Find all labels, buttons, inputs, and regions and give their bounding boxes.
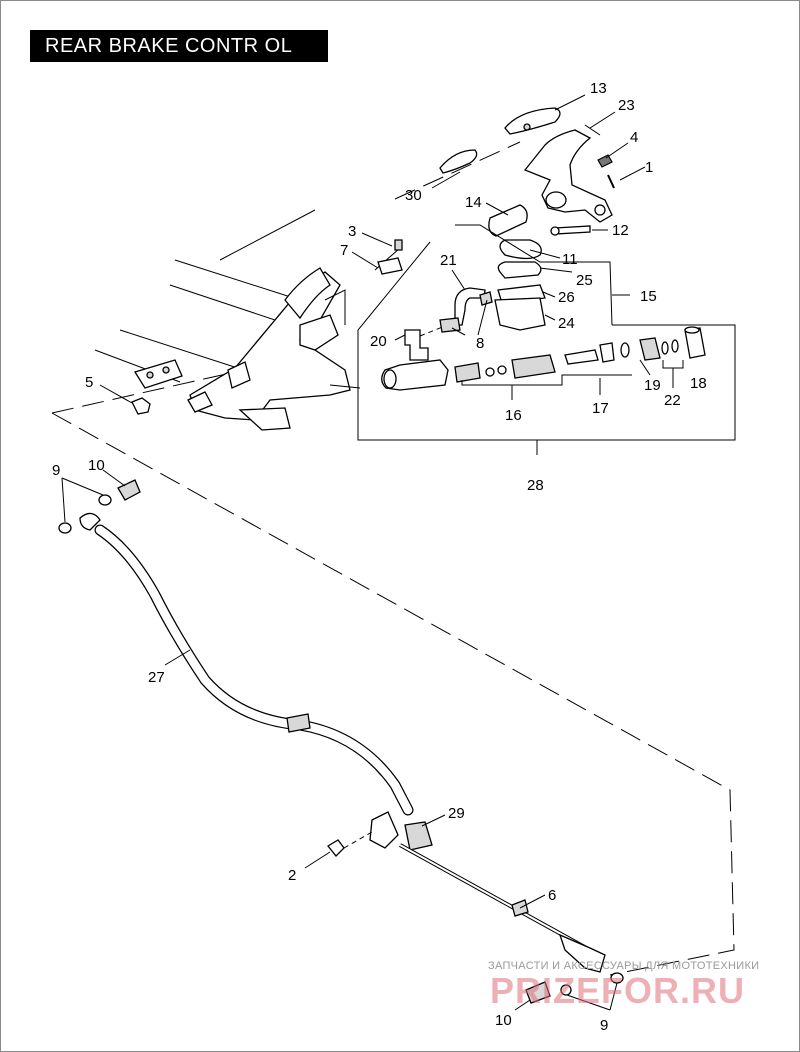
boot-19 — [639, 337, 661, 361]
lower-connection — [327, 811, 624, 1004]
callout-6: 6 — [548, 887, 556, 904]
callout-21: 21 — [440, 252, 457, 269]
spring-16 — [454, 362, 481, 383]
callout-28: 28 — [527, 477, 544, 494]
watermark-tagline: ЗАПЧАСТИ И АКСЕССУАРЫ ДЛЯ МОТОТЕХНИКИ — [488, 960, 759, 972]
callout-27: 27 — [148, 669, 165, 686]
callout-4: 4 — [630, 129, 638, 146]
callout-7: 7 — [340, 242, 348, 259]
callout-14: 14 — [465, 194, 482, 211]
clamp-8 — [439, 317, 461, 333]
diaphragm-25 — [497, 261, 542, 279]
bolt-10b — [525, 981, 551, 1004]
piston — [511, 354, 556, 379]
callout-20: 20 — [370, 333, 387, 350]
callout-17: 17 — [592, 400, 609, 417]
bolt-10a — [117, 479, 141, 501]
callout-10-lower: 10 — [495, 1012, 512, 1029]
callout-9: 9 — [52, 462, 60, 479]
bolt-2 — [327, 839, 345, 857]
washer-9b — [98, 494, 112, 506]
cover-11 — [499, 239, 542, 260]
pushrod-17 — [564, 349, 599, 365]
callout-2: 2 — [288, 867, 296, 884]
diagram-title: REAR BRAKE CONTR OL — [30, 30, 328, 62]
reservoir-24 — [494, 297, 546, 331]
callout-1: 1 — [645, 159, 653, 176]
callout-18: 18 — [690, 375, 707, 392]
screw-3 — [394, 239, 403, 251]
brake-pedal-assembly — [439, 107, 615, 237]
group-brackets — [357, 224, 736, 455]
watermark: ЗАПЧАСТИ И АКСЕССУАРЫ ДЛЯ МОТОТЕХНИКИ PR… — [488, 960, 759, 1011]
master-cylinder-row — [381, 326, 706, 391]
callout-30: 30 — [405, 187, 422, 204]
brake-line-27 — [79, 512, 414, 816]
banjo — [558, 933, 606, 973]
callout-22: 22 — [664, 392, 681, 409]
motorcycle-frame — [94, 209, 361, 431]
callout-19: 19 — [644, 377, 661, 394]
bushing-4 — [597, 154, 613, 168]
pedal-pad-13 — [504, 107, 561, 135]
callout-13: 13 — [590, 80, 607, 97]
callout-16: 16 — [505, 407, 522, 424]
callout-23: 23 — [618, 97, 635, 114]
cylinder-14 — [488, 204, 528, 237]
callout-3: 3 — [348, 223, 356, 240]
callout-15: 15 — [640, 288, 657, 305]
fitting-29 — [404, 821, 433, 851]
callout-12: 12 — [612, 222, 629, 239]
callout-29: 29 — [448, 805, 465, 822]
left-small-parts — [58, 397, 151, 534]
master-cylinder-body — [381, 359, 449, 391]
callout-26: 26 — [558, 289, 575, 306]
washer-9a — [58, 522, 72, 534]
hose-21 — [454, 287, 486, 326]
watermark-logo: PRIZEFOR.RU — [490, 970, 745, 1011]
callout-11: 11 — [562, 251, 578, 268]
pedal-pad-30 — [439, 149, 478, 174]
clamp-7 — [377, 257, 403, 275]
callout-numbers: 13 23 4 1 30 14 12 3 7 21 11 25 15 26 24… — [52, 80, 707, 1034]
pin-12 — [554, 225, 591, 235]
callout-5: 5 — [85, 374, 93, 391]
callout-25: 25 — [576, 272, 593, 289]
leader-lines — [61, 94, 646, 1011]
callout-24: 24 — [558, 315, 575, 332]
bracket — [369, 811, 399, 849]
reservoir-group — [374, 239, 546, 361]
callout-9-lower: 9 — [600, 1017, 608, 1034]
callout-8: 8 — [476, 335, 484, 352]
nut-5 — [131, 397, 151, 415]
callout-10: 10 — [88, 457, 105, 474]
